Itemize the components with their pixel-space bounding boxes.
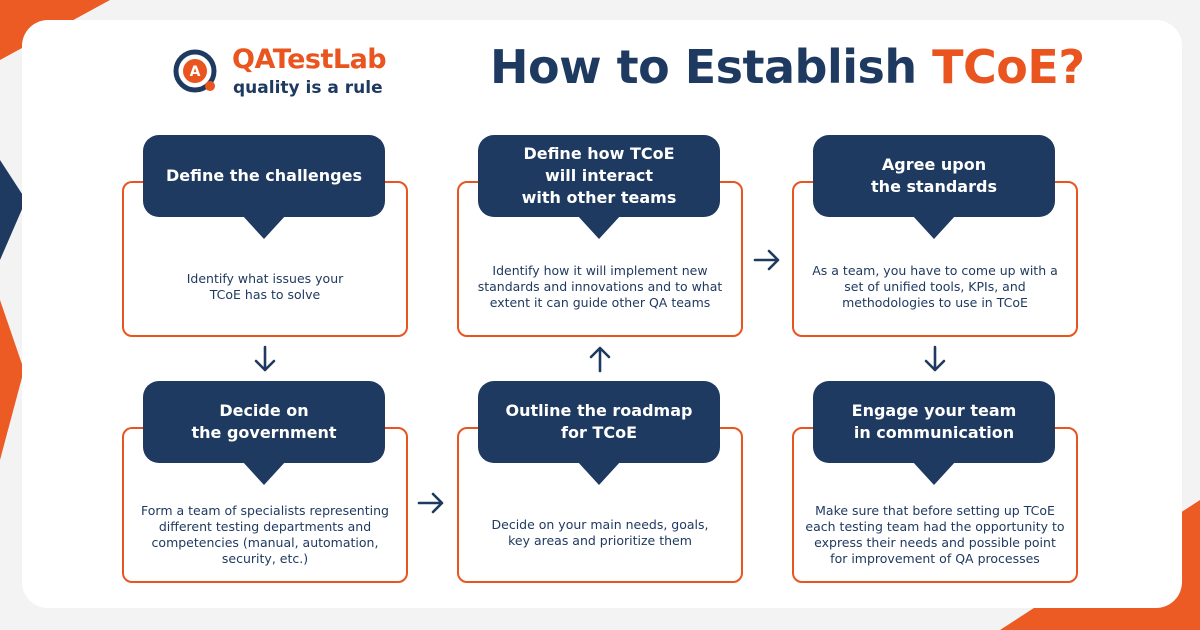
logo-brand-name: QATestLab (232, 44, 387, 75)
step-title-bubble-define-interaction: Define how TCoE will interact with other… (478, 135, 720, 239)
title-accent: TCoE? (932, 40, 1085, 94)
page-title: How to Establish TCoE? (490, 40, 1085, 94)
title-main: How to Establish (490, 40, 933, 94)
arrow-right-icon (753, 249, 780, 271)
svg-text:A: A (190, 64, 201, 80)
step-title-bubble-agree-standards: Agree upon the standards (813, 135, 1055, 239)
step-description: Identify what issues your TCoE has to so… (186, 271, 344, 302)
arrow-down-icon (254, 345, 276, 372)
step-title-bubble-define-challenges: Define the challenges (143, 135, 385, 239)
step-title: Outline the roadmap for TCoE (505, 401, 693, 442)
step-title: Define how TCoE will interact with other… (521, 144, 677, 207)
step-title: Agree upon the standards (871, 155, 997, 196)
step-description: Identify how it will implement new stand… (477, 263, 723, 310)
decorative-side-shape (0, 160, 26, 260)
step-title-bubble-outline-roadmap: Outline the roadmap for TCoE (478, 381, 720, 485)
step-description: As a team, you have to come up with a se… (812, 263, 1058, 310)
arrow-up-icon (589, 346, 611, 373)
step-title-bubble-engage-team: Engage your team in communication (813, 381, 1055, 485)
step-description: Form a team of specialists representing … (141, 503, 389, 566)
step-title: Define the challenges (166, 166, 362, 185)
arrow-right-icon (417, 492, 444, 514)
decorative-side-shape (0, 300, 24, 460)
logo-magnifier-icon: A (173, 49, 217, 93)
arrow-down-icon (924, 345, 946, 372)
step-title: Engage your team in communication (851, 401, 1017, 442)
step-description: Make sure that before setting up TCoE ea… (805, 503, 1065, 566)
step-description: Decide on your main needs, goals, key ar… (491, 517, 709, 548)
logo-tagline: quality is a rule (233, 78, 383, 98)
step-title: Decide on the government (191, 401, 337, 442)
qatestlab-logo: A QATestLab quality is a rule (172, 44, 412, 104)
step-title-bubble-decide-government: Decide on the government (143, 381, 385, 485)
